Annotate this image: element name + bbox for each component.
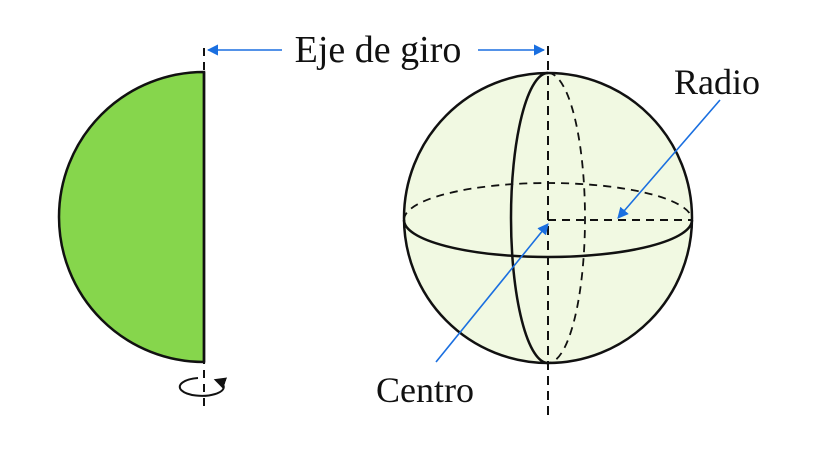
half-disk xyxy=(57,70,206,364)
center-arrow xyxy=(435,223,549,363)
meridian-front xyxy=(509,71,549,365)
meridian-back xyxy=(547,72,586,364)
radius-arrow xyxy=(617,99,721,219)
rotation-arrow-icon xyxy=(178,377,228,397)
center-label: Centro xyxy=(376,370,474,410)
axis-label: Eje de giro xyxy=(295,29,462,71)
radius-label: Radio xyxy=(674,62,760,102)
